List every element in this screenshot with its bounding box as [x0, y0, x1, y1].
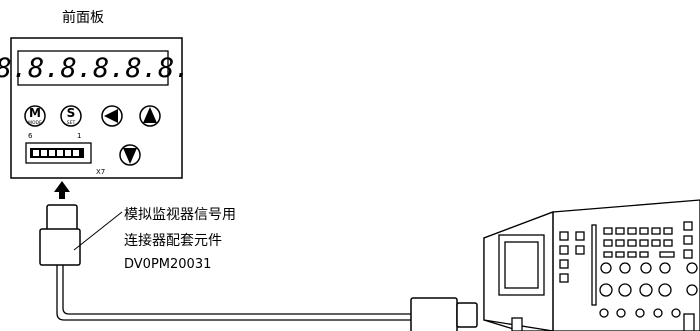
svg-text:SET: SET [67, 120, 76, 126]
leader-line [73, 211, 123, 251]
connector-label: X7 [96, 168, 106, 176]
left-button[interactable] [101, 105, 123, 127]
svg-text:S: S [67, 106, 76, 120]
x7-connector [25, 142, 92, 164]
up-button[interactable] [139, 105, 161, 127]
down-arrow-icon [123, 148, 137, 164]
svg-text:MODE: MODE [28, 120, 42, 126]
pin-label-right: 1 [77, 132, 82, 140]
up-arrow-icon [143, 107, 157, 123]
cable-label-line2: 连接器配套元件 [124, 233, 222, 249]
svg-text:M: M [29, 106, 41, 120]
cable-plug-right [410, 297, 478, 331]
down-button[interactable] [119, 144, 141, 166]
set-button[interactable]: S SET [60, 105, 82, 127]
panel-title: 前面板 [62, 10, 104, 26]
insert-arrow-icon [54, 181, 70, 199]
cable-plug-left [39, 204, 81, 266]
seven-segment-display: 8.8.8.8.8.8. [0, 52, 191, 84]
pin-label-left: 6 [28, 132, 33, 140]
display-frame [17, 50, 169, 86]
cable-wire [56, 265, 411, 321]
cable-part-number: DV0PM20031 [124, 257, 212, 272]
oscilloscope [483, 199, 700, 331]
cable-label-line1: 模拟监视器信号用 [124, 207, 236, 223]
left-arrow-icon [104, 109, 118, 123]
mode-button[interactable]: M MODE [24, 105, 46, 127]
